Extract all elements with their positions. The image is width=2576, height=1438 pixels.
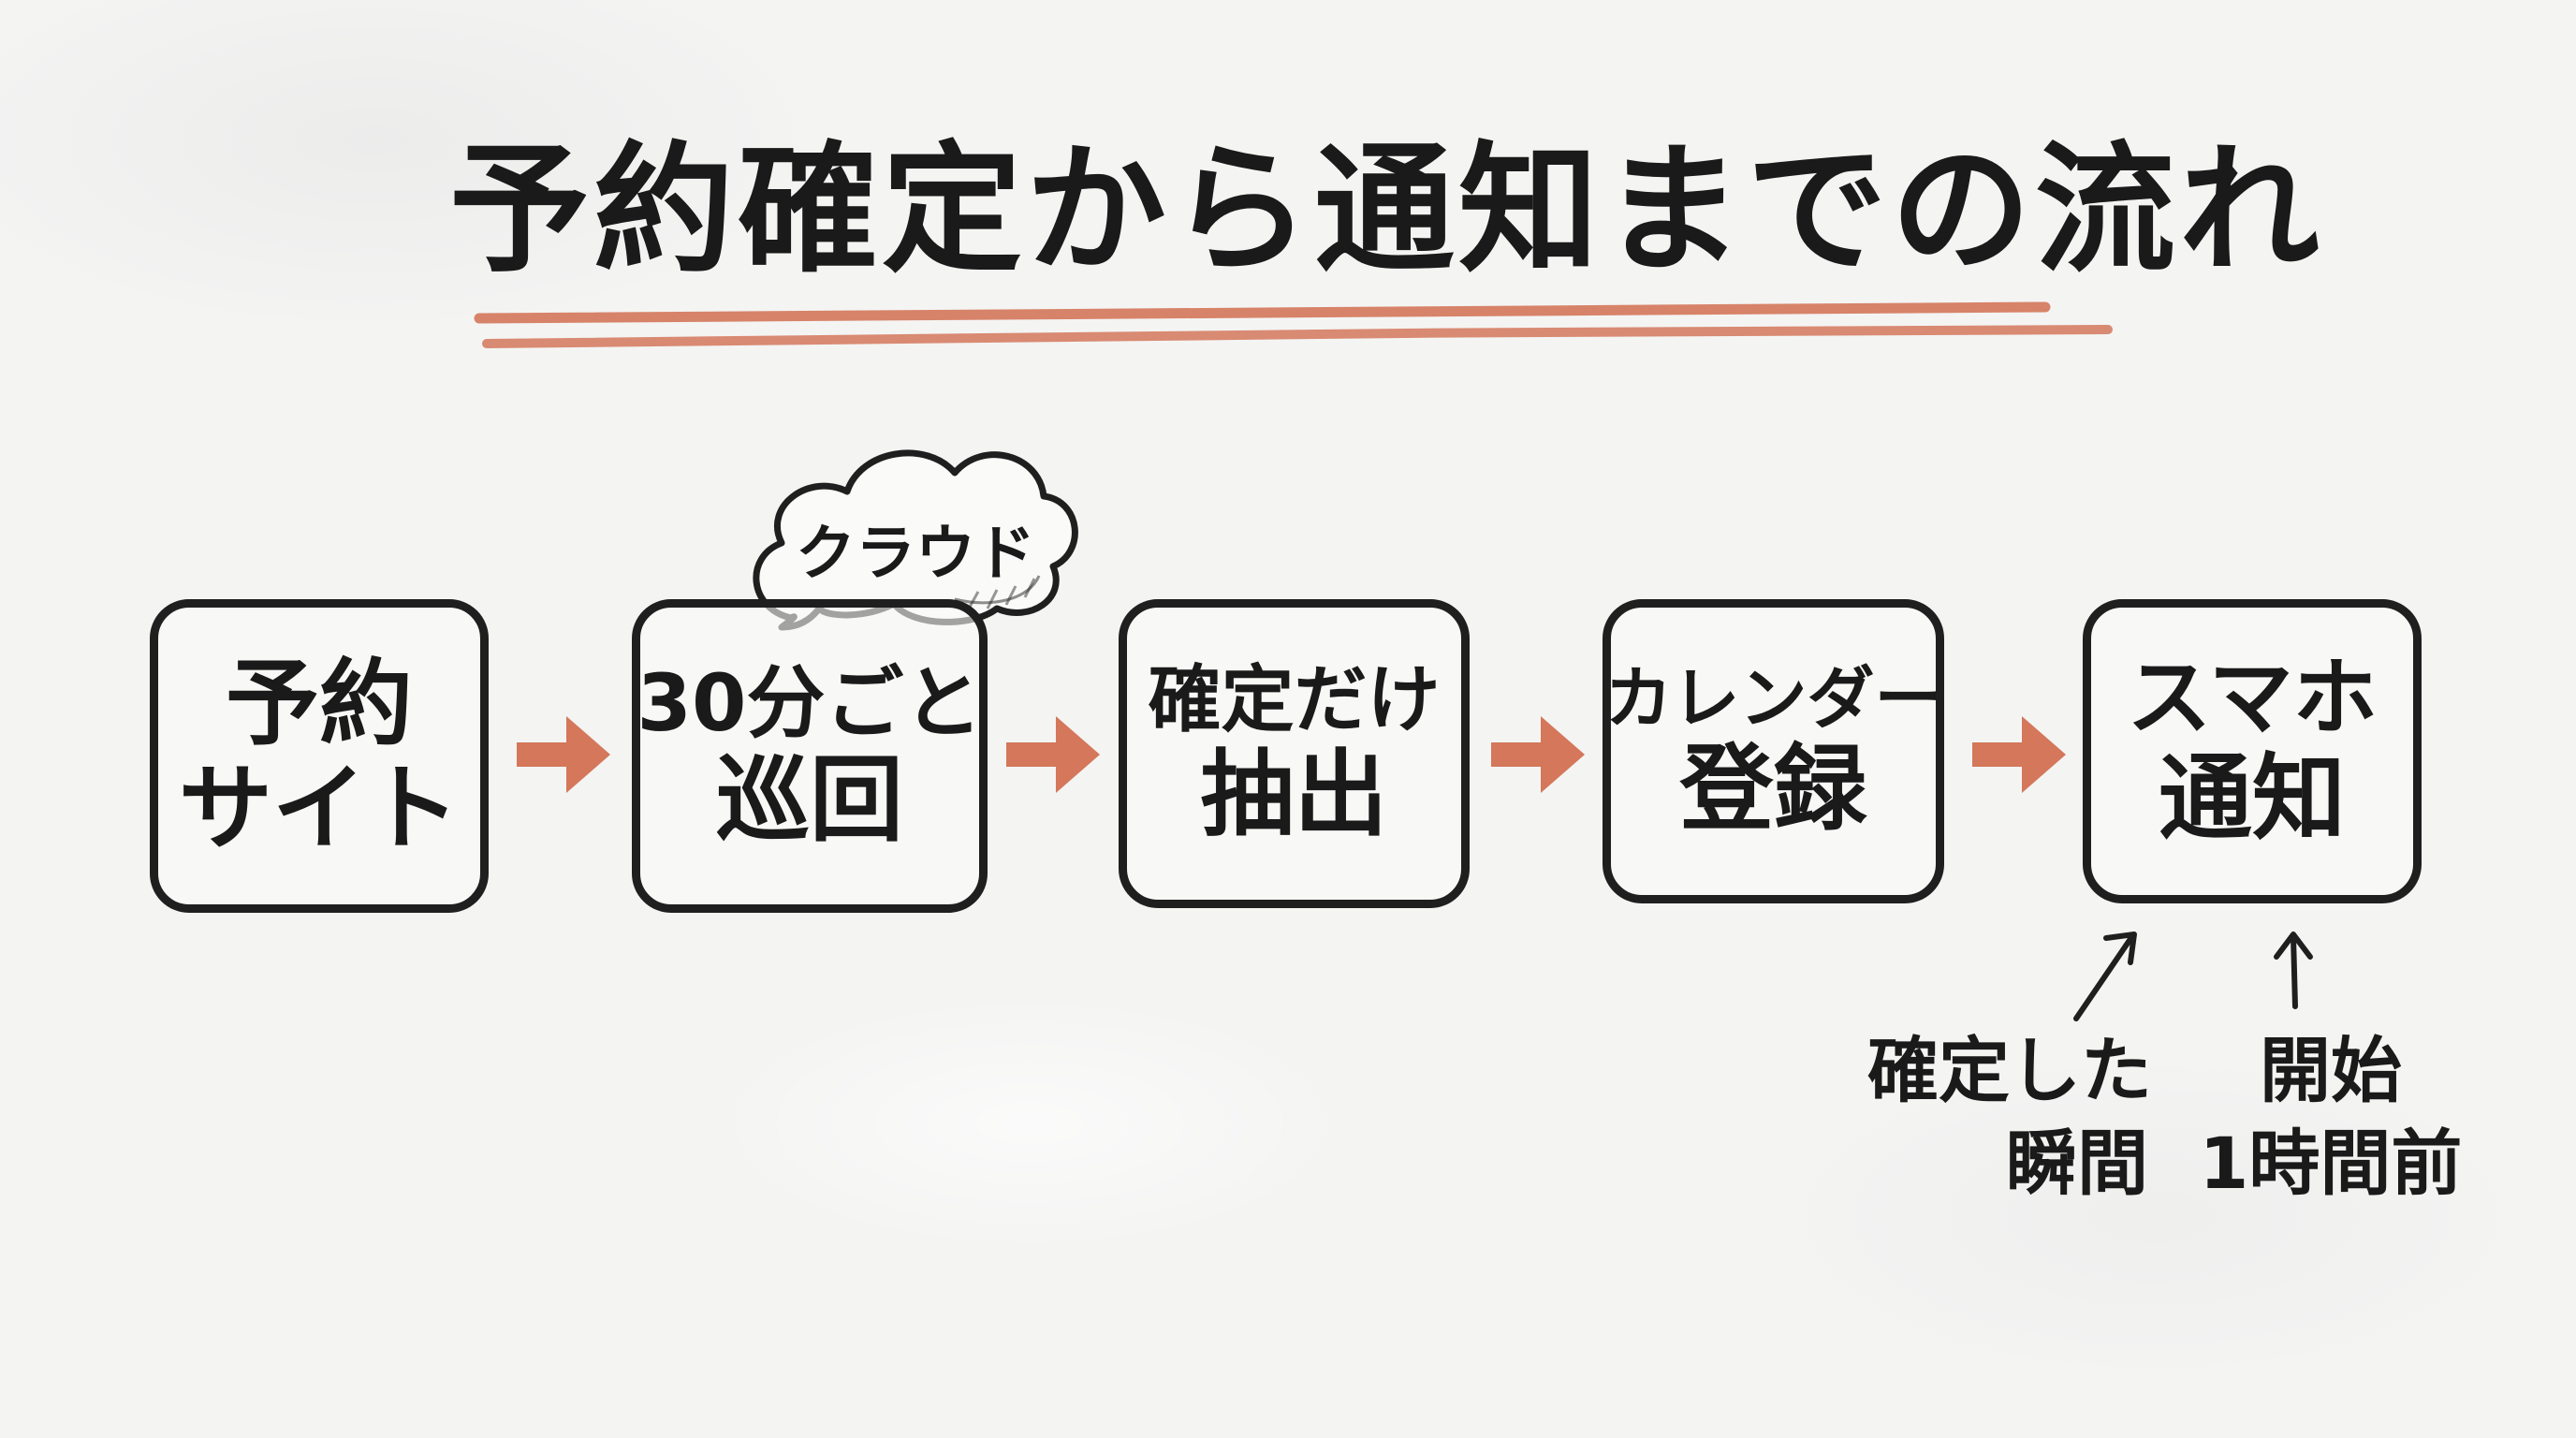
note-line1: 確定した <box>1867 1029 2152 1112</box>
step-box-periodic-check: 30分ごと 巡回 <box>632 599 988 913</box>
flow-arrow-4 <box>1972 716 2066 793</box>
step-label-line1: 30分ごと <box>637 657 983 750</box>
step-label-line1: 確定だけ <box>1148 658 1441 743</box>
step-label-line1: カレンダー <box>1604 659 1942 739</box>
flow-arrow-1 <box>517 716 610 793</box>
step-label-line2: 抽出 <box>1200 739 1388 849</box>
step-box-extract-confirmed: 確定だけ 抽出 <box>1119 599 1470 908</box>
note-line2: 1時間前 <box>2199 1121 2463 1205</box>
title-underline-bottom <box>482 325 2113 348</box>
pointer-arrow-right <box>2274 932 2313 1009</box>
step-label-line1: スマホ <box>2127 649 2378 748</box>
diagram-title: 予約確定から通知までの流れ <box>449 129 2324 292</box>
title-underline-top <box>474 301 2051 324</box>
step-box-calendar-register: カレンダー 登録 <box>1603 599 1944 903</box>
step-label-line2: 巡回 <box>716 744 903 855</box>
note-one-hour-before: 開始 1時間前 <box>2195 1025 2466 1211</box>
flow-arrow-3 <box>1491 716 1585 793</box>
note-line1: 開始 <box>2260 1029 2402 1112</box>
step-label-line2: 通知 <box>2159 742 2346 853</box>
pointer-arrow-left <box>2073 932 2137 1021</box>
note-line2: 瞬間 <box>2006 1121 2148 1205</box>
step-box-phone-notification: スマホ 通知 <box>2083 599 2422 903</box>
cloud-label: クラウド <box>796 520 1035 589</box>
step-label-line2: サイト <box>179 753 460 863</box>
flow-arrow-2 <box>1006 716 1100 793</box>
note-confirmed-moment: 確定した 瞬間 <box>1867 1025 2152 1211</box>
step-label-line1: 予約 <box>226 648 413 758</box>
step-box-reservation-site: 予約 サイト <box>150 599 489 913</box>
step-label-line2: 登録 <box>1679 733 1867 844</box>
